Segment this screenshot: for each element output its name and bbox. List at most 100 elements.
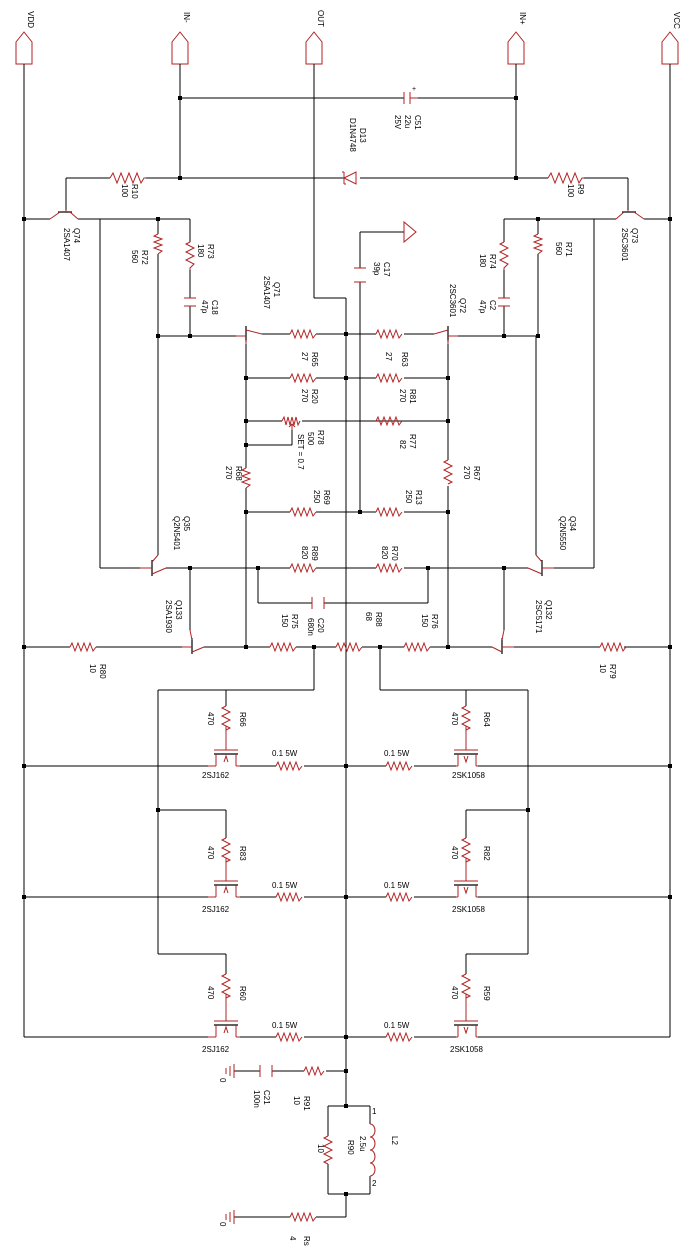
source-resistor-l1-label: 0.1 5W	[272, 749, 298, 758]
resistor-r13: R13 250	[375, 490, 423, 518]
capacitor-c2: C2 47p	[478, 297, 510, 314]
r73-ref: R73	[206, 244, 215, 259]
mosfet-p-3: 2SJ162	[202, 994, 240, 1054]
resistor-r72: R72 560	[130, 233, 164, 265]
r77-ref: R77	[408, 434, 417, 449]
source-resistor-l1: 0.1 5W	[272, 749, 303, 772]
mosfet-n-1: 2SK1058	[452, 726, 485, 780]
resistor-r63: R63 27	[375, 328, 409, 367]
source-resistor-l3-label: 0.1 5W	[272, 1021, 298, 1030]
zener-d13: D13 D1N4748	[342, 118, 367, 185]
c21-ref: C21	[262, 1090, 271, 1105]
ground-icon-1: 0	[218, 1064, 235, 1083]
q34-part: Q2N5550	[558, 516, 567, 551]
transistor-q73: Q73 2SC3601	[615, 210, 645, 262]
port-vdd: VDD	[15, 11, 35, 65]
port-vcc-label: VCC	[672, 12, 681, 29]
resistor-r89: R89 820	[289, 546, 319, 574]
l2-pin-1: 1	[372, 1107, 377, 1116]
resistor-r79: R79 10	[598, 641, 627, 679]
resistor-r65: R65 27	[289, 328, 319, 367]
rs-ref: Rs	[302, 1236, 311, 1246]
source-resistor-l2-label: 0.1 5W	[272, 881, 298, 890]
mosfet-p-1: 2SJ162	[202, 726, 240, 780]
r75-value: 150	[280, 614, 289, 628]
c17-ref: C17	[382, 262, 391, 277]
q35-ref: Q35	[182, 516, 191, 532]
r74-value: 180	[478, 254, 487, 268]
potentiometer-r78: R78 500 SET = 0.7	[281, 415, 325, 470]
r71-ref: R71	[564, 242, 573, 257]
resistor-r81: R81 270	[375, 372, 417, 404]
l2-pin-2: 2	[372, 1179, 377, 1188]
r89-ref: R89	[310, 546, 319, 561]
port-in-minus-label: IN-	[182, 12, 191, 23]
c20-value: 680n	[306, 618, 315, 636]
r90-ref: R90	[346, 1140, 355, 1155]
source-resistor-r1: 0.1 5W	[384, 749, 413, 772]
r82-value: 470	[450, 846, 459, 860]
c51-ref: C51	[413, 115, 422, 130]
port-vcc: VCC	[661, 12, 681, 65]
q72-ref: Q72	[458, 298, 467, 314]
resistor-r67: R67 270	[442, 459, 481, 485]
resistor-r88: R88 68	[335, 612, 383, 653]
transistor-q132: Q132 2SC5171	[491, 600, 553, 654]
q74-part: 2SA1407	[62, 228, 71, 261]
resistor-r68: R68 270	[224, 466, 252, 489]
q73-part: 2SC3601	[620, 228, 629, 262]
d13-part: D1N4748	[348, 118, 357, 152]
transistor-q71: Q71 2SA1407	[236, 276, 281, 344]
r78-value: 500	[306, 432, 315, 446]
resistor-r64: R64 470	[450, 705, 491, 731]
mosfet-n-2: 2SK1058	[452, 858, 485, 914]
resistor-r76: R76 150	[403, 614, 439, 653]
r67-ref: R67	[472, 466, 481, 481]
q73-ref: Q73	[630, 228, 639, 244]
source-resistor-r3: 0.1 5W	[384, 1021, 413, 1043]
c18-value: 47p	[200, 300, 209, 314]
r77-value: 82	[398, 440, 407, 449]
r79-value: 10	[598, 664, 607, 673]
transistor-q74: Q74 2SA1407	[49, 210, 81, 261]
r64-value: 470	[450, 712, 459, 726]
source-resistor-r2: 0.1 5W	[384, 881, 413, 903]
q71-ref: Q71	[272, 282, 281, 298]
r83-ref: R83	[238, 846, 247, 861]
r83-value: 470	[206, 846, 215, 860]
r66-ref: R66	[238, 712, 247, 727]
c21-value: 100n	[252, 1090, 261, 1108]
r64-ref: R64	[482, 712, 491, 727]
mosfet-p-1-part: 2SJ162	[202, 771, 230, 780]
r9-ref: R9	[576, 184, 585, 195]
ground-triangle-icon	[403, 220, 417, 244]
r69-ref: R69	[322, 490, 331, 505]
r69-value: 250	[312, 490, 321, 504]
r63-value: 27	[384, 352, 393, 361]
q132-ref: Q132	[544, 600, 553, 620]
r81-ref: R81	[408, 389, 417, 404]
resistor-rs: Rs 4	[288, 1211, 317, 1246]
r73-value: 180	[196, 244, 205, 258]
r70-value: 820	[380, 546, 389, 560]
r91-ref: R91	[302, 1096, 311, 1111]
r10-value: 100	[120, 184, 129, 198]
resistor-r10: R10 100	[109, 171, 146, 199]
r72-value: 560	[130, 250, 139, 264]
resistor-r80: R80 10	[69, 641, 107, 679]
r65-value: 27	[300, 352, 309, 361]
r80-ref: R80	[98, 664, 107, 679]
resistor-r60: R60 470	[206, 973, 247, 1001]
resistor-r83: R83 470	[206, 837, 247, 863]
mosfet-n-3: 2SK1058	[450, 994, 483, 1054]
r70-ref: R70	[390, 546, 399, 561]
capacitor-c51: + C51 22u 25V	[393, 86, 422, 130]
q74-ref: Q74	[72, 228, 81, 244]
source-resistor-r1-label: 0.1 5W	[384, 749, 410, 758]
l2-value: 2.5u	[358, 1136, 367, 1152]
ground-icon-2: 0	[218, 1210, 235, 1227]
port-in-minus: IN-	[171, 12, 191, 65]
r80-value: 10	[88, 664, 97, 673]
c20-ref: C20	[316, 618, 325, 633]
source-resistor-r3-label: 0.1 5W	[384, 1021, 410, 1030]
